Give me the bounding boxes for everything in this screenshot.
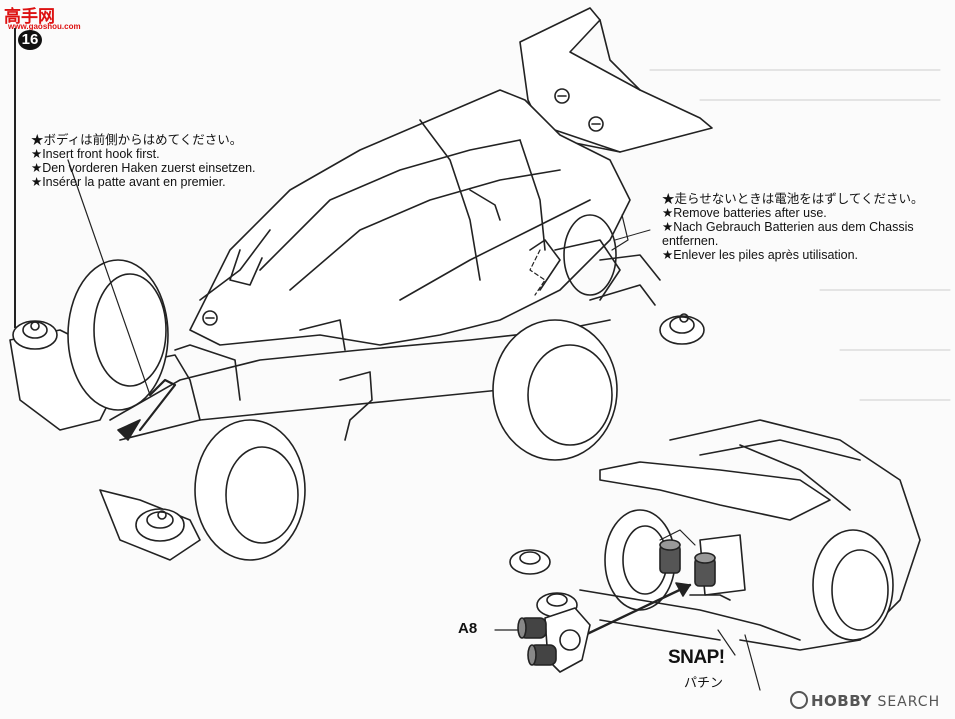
page-border: [14, 28, 16, 328]
logo-url: www.gaoshou.com: [8, 22, 81, 31]
inset-car: [509, 419, 921, 651]
part-label-a8: A8: [458, 620, 478, 637]
watermark-icon: [790, 691, 808, 709]
front-hook-note-de: ★Den vorderen Haken zuerst einsetzen.: [31, 161, 256, 175]
front-hook-note-fr: ★Insérer la patte avant en premier.: [31, 175, 226, 189]
site-logo: 高手网 www.gaoshou.com 16: [4, 2, 81, 50]
front-hook-note-jp: ★ボディは前側からはめてください。: [31, 133, 243, 147]
battery-note-en: ★Remove batteries after use.: [662, 206, 827, 220]
battery-note: ★走らせないときは電池をはずしてください。 ★Remove batteries …: [662, 192, 924, 262]
snap-label-jp: パチン: [684, 675, 724, 690]
watermark-sub: SEARCH: [877, 694, 941, 710]
part-a8: [494, 607, 591, 673]
background-guide-lines: [649, 69, 951, 401]
battery-note-de: ★Nach Gebrauch Batterien aus dem Chassis: [662, 220, 914, 234]
watermark-brand: HOBBY: [811, 692, 872, 710]
front-hook-note: ★ボディは前側からはめてください。 ★Insert front hook fir…: [31, 133, 256, 189]
logo-text: 高手网: [4, 7, 55, 27]
step-number-badge: 16: [18, 30, 42, 50]
hobby-search-watermark: HOBBY SEARCH: [790, 691, 940, 710]
main-car: [9, 7, 713, 561]
battery-note-jp: ★走らせないときは電池をはずしてください。: [662, 192, 924, 206]
battery-note-fr: ★Enlever les piles après utilisation.: [662, 248, 859, 262]
front-hook-note-en: ★Insert front hook first.: [31, 147, 160, 161]
snap-label: SNAP!: [668, 647, 725, 668]
battery-note-de-cont: entfernen.: [662, 234, 719, 248]
